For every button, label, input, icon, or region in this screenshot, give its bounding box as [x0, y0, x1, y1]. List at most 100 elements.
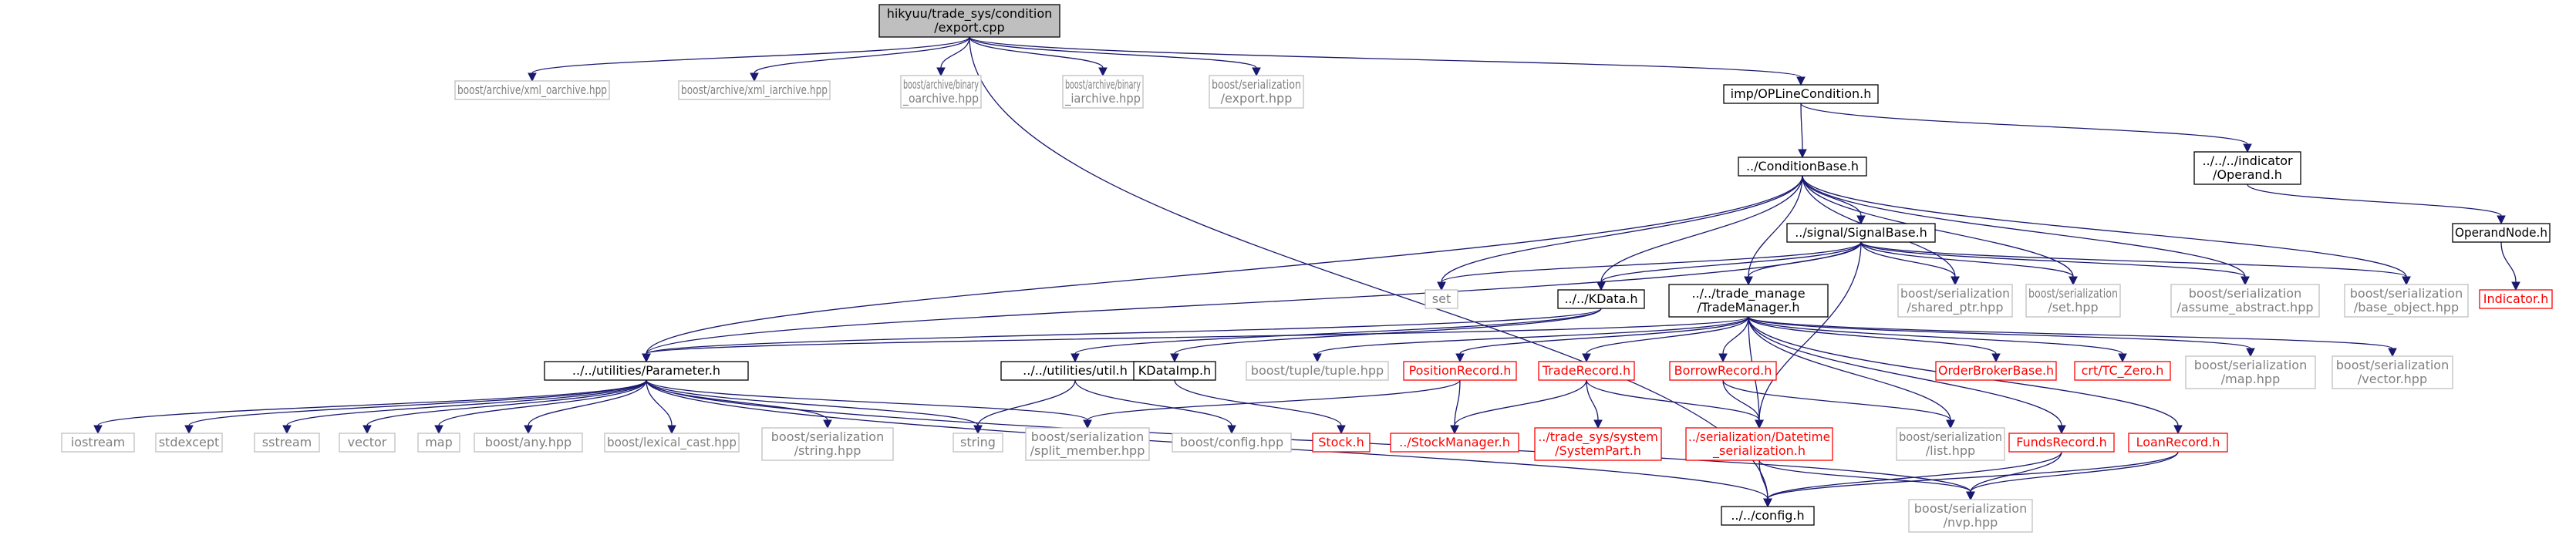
node-stockmanager: ../StockManager.h — [1390, 433, 1519, 453]
node-label: boost/lexical_cast.hpp — [607, 435, 737, 450]
node-label: Stock.h — [1318, 435, 1364, 449]
node-label: /map.hpp — [2221, 372, 2280, 386]
node-box — [544, 361, 749, 381]
node-label: ../ConditionBase.h — [1746, 159, 1859, 173]
dependency-edge-operand-to-operandnode — [2247, 183, 2506, 225]
node-label: /TradeManager.h — [1697, 300, 1799, 315]
node-box — [2074, 361, 2171, 381]
node-label: boost/archive/xml_iarchive.hpp — [681, 82, 828, 98]
dependency-edge-trademanager-to-fundsrecord — [1748, 316, 2066, 435]
dependency-edge-util-to-boost_config — [1074, 379, 1236, 435]
dependency-edge-parameter-to-sstream — [282, 379, 647, 435]
node-opline[interactable]: imp/OPLineCondition.h — [1723, 84, 1879, 104]
node-label: boost/serialization — [2350, 286, 2463, 301]
dependency-edge-export-to-xml_oarchive — [528, 36, 970, 82]
node-shared-ptr: boost/serialization/shared_ptr.hpp — [1897, 284, 2013, 318]
node-label: /list.hpp — [1926, 443, 1975, 458]
node-assume-abstract: boost/serialization/assume_abstract.hpp — [2170, 284, 2320, 318]
node-borrowrecord: BorrowRecord.h — [1669, 361, 1777, 381]
node-vector-hpp: boost/serialization/vector.hpp — [2332, 355, 2453, 389]
node-operandnode[interactable]: OperandNode.h — [2452, 223, 2551, 243]
node-label: /export.cpp — [934, 20, 1004, 35]
nodes-layer: hikyuu/trade_sys/condition/export.cppboo… — [61, 4, 2553, 533]
node-operand[interactable]: ../../../indicator/Operand.h — [2193, 151, 2301, 185]
node-box — [953, 433, 1003, 453]
node-label: TradeRecord.h — [1542, 363, 1630, 378]
node-label: ../signal/SignalBase.h — [1795, 225, 1927, 240]
node-label: boost/serialization — [1212, 77, 1301, 92]
node-box — [1738, 157, 1867, 177]
node-label: KDataImp.h — [1138, 363, 1211, 378]
dependency-edge-export-to-binary_iarchive — [969, 36, 1108, 77]
node-label: boost/tuple/tuple.hpp — [1251, 363, 1384, 378]
node-box — [1935, 361, 2057, 381]
node-label: boost/serialization — [2028, 286, 2118, 301]
node-label: /string.hpp — [794, 443, 861, 458]
node-binary-iarchive: boost/archive/binary_iarchive.hpp — [1062, 75, 1144, 109]
node-label: ../../trade_manage — [1691, 286, 1805, 301]
dependency-edge-traderecord-to-datetime_ser — [1586, 379, 1764, 429]
node-label: /assume_abstract.hpp — [2177, 300, 2314, 315]
node-box — [1538, 361, 1635, 381]
node-box — [2025, 284, 2121, 318]
node-label: /Operand.h — [2213, 167, 2282, 182]
node-box — [155, 433, 223, 453]
node-lexical-cast: boost/lexical_cast.hpp — [604, 433, 740, 453]
node-datetime-ser: ../serialization/Datetime_serialization.… — [1685, 427, 1833, 461]
node-conditionbase[interactable]: ../ConditionBase.h — [1738, 157, 1867, 177]
node-parameter[interactable]: ../../utilities/Parameter.h — [544, 361, 749, 381]
dependency-edge-signalbase-to-trademanager — [1744, 241, 1862, 286]
node-box — [1172, 433, 1292, 453]
node-label: ../../utilities/util.h — [1023, 363, 1128, 378]
node-label: /base_object.hpp — [2354, 300, 2459, 315]
node-label: vector — [348, 435, 387, 449]
node-indicator-h: Indicator.h — [2479, 289, 2553, 309]
dependency-edge-trademanager-to-map_hpp — [1748, 316, 2255, 358]
node-box — [2332, 355, 2453, 389]
node-box — [2479, 289, 2553, 309]
node-box — [339, 433, 396, 453]
node-kdataimp[interactable]: KDataImp.h — [1133, 361, 1216, 381]
node-label: boost/serialization — [2189, 286, 2301, 301]
node-label: /export.hpp — [1221, 91, 1293, 106]
node-box — [1425, 289, 1458, 309]
node-util[interactable]: ../../utilities/util.h — [1000, 361, 1150, 381]
node-tc-zero: crt/TC_Zero.h — [2074, 361, 2171, 381]
dependency-edge-signalbase-to-set_hpp — [1860, 241, 2078, 286]
node-label: /split_member.hpp — [1030, 443, 1145, 459]
node-signalbase[interactable]: ../signal/SignalBase.h — [1786, 223, 1936, 243]
node-any: boost/any.hpp — [474, 433, 583, 453]
node-orderbroker: OrderBrokerBase.h — [1935, 361, 2057, 381]
dependency-edge-export-to-binary_oarchive — [936, 36, 970, 77]
dependency-edge-signalbase-to-kdata — [1597, 241, 1862, 291]
node-xml-iarchive: boost/archive/xml_iarchive.hpp — [678, 80, 831, 100]
node-label: ../../utilities/Parameter.h — [572, 363, 720, 378]
dependency-edge-trademanager-to-vector_hpp — [1748, 316, 2397, 358]
node-label: stdexcept — [159, 435, 220, 449]
node-label: /set.hpp — [2048, 300, 2098, 315]
node-export[interactable]: hikyuu/trade_sys/condition/export.cpp — [878, 4, 1060, 38]
dependency-edge-parameter-to-string — [646, 379, 983, 435]
dependency-edge-export-to-opline — [969, 36, 1806, 86]
node-kdata[interactable]: ../../KData.h — [1557, 289, 1645, 309]
node-box — [61, 433, 135, 453]
node-config[interactable]: ../../config.h — [1721, 506, 1815, 526]
dependency-edge-kdata-to-util — [1071, 308, 1602, 363]
node-systempart: ../trade_sys/system/SystemPart.h — [1534, 427, 1662, 461]
dependency-edge-signalbase-to-shared_ptr — [1860, 241, 1960, 286]
node-base-object: boost/serialization/base_object.hpp — [2344, 284, 2469, 318]
node-label: OperandNode.h — [2455, 225, 2547, 240]
dependency-edge-signalbase-to-base_object — [1860, 241, 2411, 286]
node-label: ../StockManager.h — [1399, 435, 1510, 449]
node-label: BorrowRecord.h — [1674, 363, 1772, 378]
node-label: boost/archive/xml_oarchive.hpp — [457, 82, 607, 98]
node-nvp: boost/serialization/nvp.hpp — [1908, 499, 2033, 533]
node-box — [1557, 289, 1645, 309]
node-trademanager[interactable]: ../../trade_manage/TradeManager.h — [1668, 284, 1829, 318]
node-label: /SystemPart.h — [1555, 443, 1641, 458]
node-label: hikyuu/trade_sys/condition — [887, 6, 1053, 22]
dependency-edge-export-to-xml_iarchive — [750, 36, 970, 82]
node-loanrecord: LoanRecord.h — [2128, 433, 2228, 453]
node-box — [1908, 499, 2033, 533]
